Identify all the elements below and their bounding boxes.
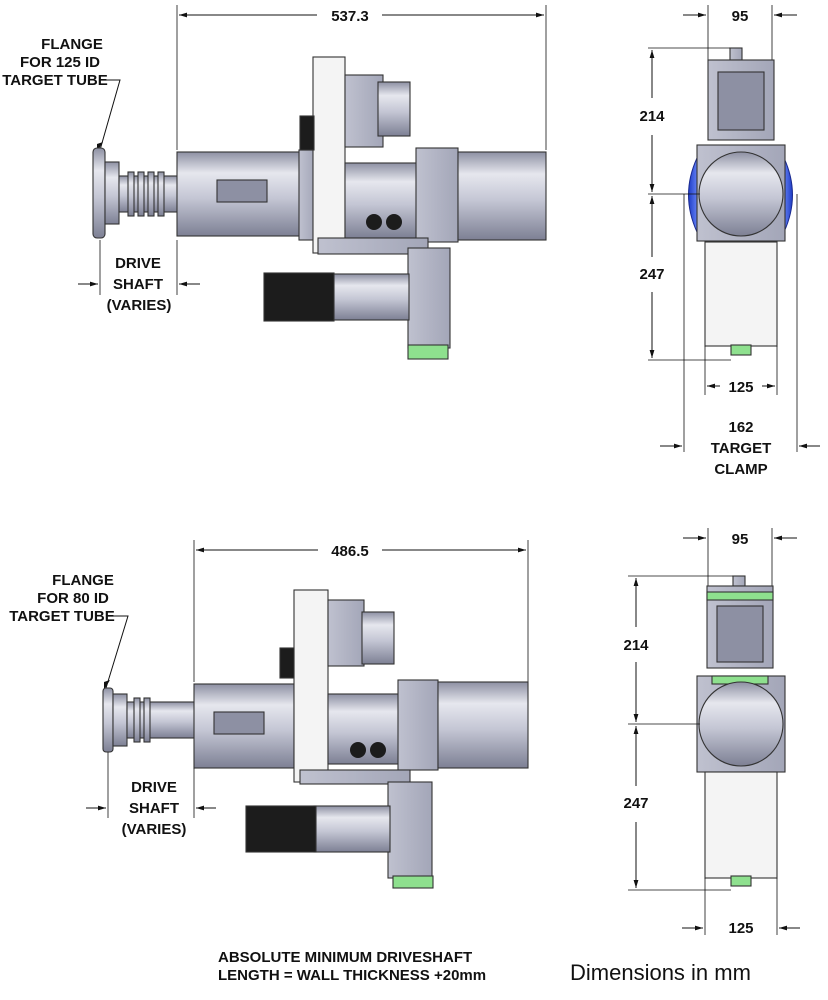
svg-text:FOR 80 ID: FOR 80 ID [37, 590, 109, 607]
top-drive-shaft-dimension: DRIVE SHAFT (VARIES) [78, 240, 200, 314]
bottom-upper-height-value: 214 [623, 637, 649, 654]
svg-text:162: 162 [728, 419, 753, 436]
svg-text:SHAFT: SHAFT [129, 800, 179, 817]
bottom-drive-shaft-dimension: DRIVE SHAFT (VARIES) [86, 752, 216, 838]
bottom-machine-body [102, 589, 529, 889]
svg-text:DRIVE: DRIVE [115, 255, 161, 272]
bottom-length-dimension: 486.5 [193, 540, 529, 682]
top-upper-height-value: 214 [639, 108, 665, 125]
svg-text:FLANGE: FLANGE [41, 36, 103, 53]
svg-text:SHAFT: SHAFT [113, 276, 163, 293]
top-machine-body [92, 56, 547, 360]
top-base-width-value: 125 [728, 379, 753, 396]
svg-text:FLANGE: FLANGE [52, 572, 114, 589]
footer-note: ABSOLUTE MINIMUM DRIVESHAFT LENGTH = WAL… [218, 949, 486, 984]
bottom-base-width-value: 125 [728, 920, 753, 937]
svg-text:(VARIES): (VARIES) [107, 297, 172, 314]
svg-text:CLAMP: CLAMP [714, 461, 767, 478]
target-clamp-label: 162 TARGET CLAMP [711, 419, 772, 478]
bottom-end-width-value: 95 [732, 531, 749, 548]
top-flange-label: FLANGE FOR 125 ID TARGET TUBE [2, 36, 121, 152]
svg-text:ABSOLUTE MINIMUM DRIVESHAFT: ABSOLUTE MINIMUM DRIVESHAFT [218, 949, 472, 966]
svg-text:(VARIES): (VARIES) [122, 821, 187, 838]
top-length-dimension: 537.3 [176, 5, 547, 150]
svg-text:LENGTH = WALL THICKNESS +20mm: LENGTH = WALL THICKNESS +20mm [218, 967, 486, 984]
svg-text:TARGET TUBE: TARGET TUBE [2, 72, 108, 89]
units-note: Dimensions in mm [570, 960, 751, 985]
top-length-value: 537.3 [331, 8, 369, 25]
top-lower-height-value: 247 [639, 266, 664, 283]
svg-text:DRIVE: DRIVE [131, 779, 177, 796]
bottom-flange-label: FLANGE FOR 80 ID TARGET TUBE [9, 572, 129, 690]
bottom-lower-height-value: 247 [623, 795, 648, 812]
top-side-view: 537.3 FLANGE FOR 125 ID TARGET TUBE [2, 5, 547, 360]
bottom-length-value: 486.5 [331, 543, 369, 560]
top-end-view: 95 214 247 125 162 TARGET [639, 5, 820, 478]
bottom-side-view: 486.5 FLANGE FOR 80 ID TARGET TUBE [9, 540, 529, 889]
svg-text:FOR 125 ID: FOR 125 ID [20, 54, 100, 71]
top-end-width-value: 95 [732, 8, 749, 25]
bottom-end-view: 95 214 247 125 [623, 528, 800, 937]
svg-text:TARGET TUBE: TARGET TUBE [9, 608, 115, 625]
svg-text:TARGET: TARGET [711, 440, 772, 457]
